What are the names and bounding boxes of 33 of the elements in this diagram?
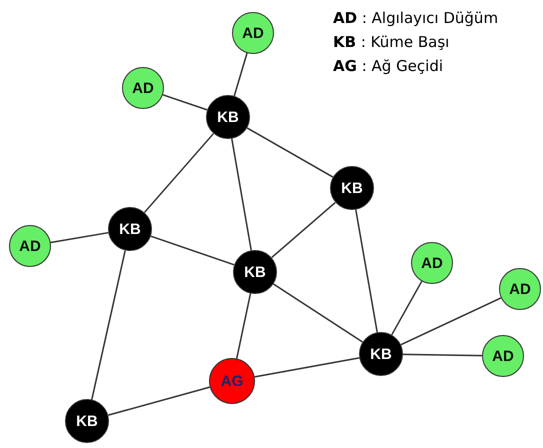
- sensor-node: AD: [9, 225, 51, 267]
- legend-entry: AG : Ağ Geçidi: [333, 57, 444, 75]
- cluster-head-node: KB: [330, 166, 374, 210]
- connection-line: [254, 357, 360, 378]
- connection-line: [150, 235, 234, 266]
- sensor-node: AD: [411, 242, 453, 284]
- connection-line: [391, 280, 422, 336]
- connection-line: [50, 232, 108, 244]
- connection-line: [271, 202, 336, 258]
- connection-line: [231, 138, 252, 250]
- connection-line: [400, 297, 502, 346]
- connection-line: [402, 354, 482, 356]
- sensor-node: AD: [232, 12, 274, 54]
- connection-line: [273, 283, 363, 343]
- connection-line: [355, 210, 378, 332]
- cluster-head-node: KB: [206, 95, 250, 139]
- connection-line: [91, 250, 126, 400]
- cluster-head-node: KB: [108, 207, 152, 251]
- connection-line: [246, 127, 334, 178]
- cluster-head-node: KB: [233, 250, 277, 294]
- gateway-node: AG: [209, 358, 255, 404]
- connection-line: [234, 52, 248, 96]
- connection-line: [108, 386, 210, 416]
- cluster-head-node: KB: [65, 399, 109, 443]
- cluster-head-node: KB: [359, 332, 403, 376]
- sensor-node: AD: [499, 268, 541, 310]
- legend-entry: KB : Küme Başı: [333, 33, 450, 51]
- connection-line: [236, 293, 252, 359]
- legend-entry: AD : Algılayıcı Düğüm: [333, 9, 498, 27]
- connection-line: [162, 94, 208, 111]
- connection-line: [144, 133, 214, 213]
- sensor-node: AD: [122, 67, 164, 109]
- sensor-node: AD: [482, 335, 524, 377]
